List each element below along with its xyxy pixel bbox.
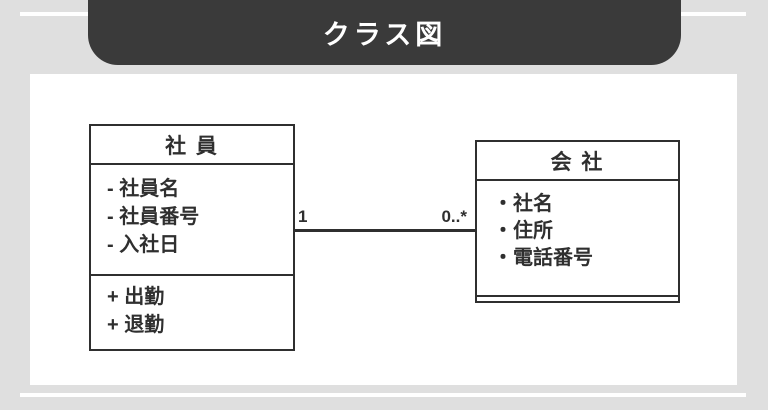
uml-class-employee: 社 員 - 社員名 - 社員番号 - 入社日 + 出勤 + 退勤	[89, 124, 295, 351]
uml-class-employee-attributes: - 社員名 - 社員番号 - 入社日	[91, 163, 293, 274]
title-banner: クラス図	[88, 0, 681, 65]
uml-class-company: 会 社 ・社名 ・住所 ・電話番号	[475, 140, 680, 303]
uml-class-company-attributes: ・社名 ・住所 ・電話番号	[477, 179, 678, 295]
uml-method: + 出勤	[107, 286, 165, 308]
uml-class-employee-methods: + 出勤 + 退勤	[91, 274, 293, 349]
uml-class-employee-name: 社 員	[165, 134, 219, 158]
multiplicity-right: 0..*	[441, 207, 467, 226]
uml-attribute: - 社員番号	[107, 206, 200, 228]
uml-attribute: ・電話番号	[493, 247, 593, 269]
uml-class-company-methods	[477, 295, 678, 301]
association-line	[295, 229, 475, 232]
diagram-panel: 社 員 - 社員名 - 社員番号 - 入社日 + 出勤 + 退勤 1 0..* …	[30, 74, 737, 385]
uml-attribute: - 社員名	[107, 178, 180, 200]
uml-method: + 退勤	[107, 314, 165, 336]
uml-attribute: ・住所	[493, 220, 553, 242]
page-title: クラス図	[322, 20, 447, 50]
bottom-divider-line	[20, 393, 746, 397]
multiplicity-left: 1	[298, 207, 308, 226]
uml-attribute: - 入社日	[107, 234, 180, 256]
uml-attribute: ・社名	[493, 193, 553, 215]
uml-class-company-name: 会 社	[550, 150, 605, 174]
